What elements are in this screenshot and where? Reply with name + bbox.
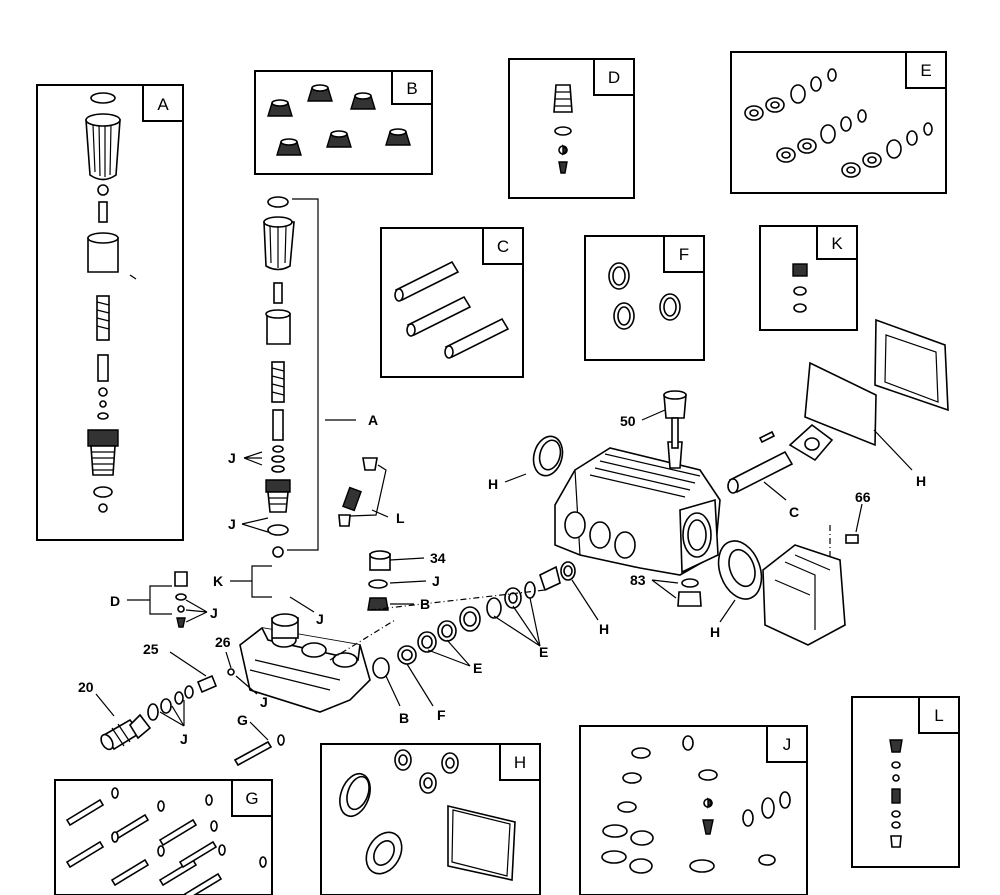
- kit-box-g: G: [54, 779, 273, 895]
- callout-l: L: [396, 510, 405, 526]
- kit-label-b: B: [406, 79, 417, 98]
- kit-a-parts: [85, 92, 137, 513]
- kit-g-parts: [65, 787, 267, 895]
- kit-h-parts: [339, 749, 516, 881]
- kit-label-l: L: [934, 706, 943, 725]
- kit-box-e: E: [730, 51, 947, 194]
- oil-seal: [717, 540, 763, 600]
- callout-c: C: [789, 504, 799, 520]
- callout-j-3: J: [316, 611, 324, 627]
- kit-k-parts: [792, 263, 808, 313]
- callout-50: 50: [620, 413, 636, 429]
- kit-box-b: B: [254, 70, 433, 175]
- check-valve-stack: [338, 457, 387, 527]
- callout-83: 83: [630, 572, 646, 588]
- callout-66: 66: [855, 489, 871, 505]
- callouts: A J J L K J D J 34 J B 25 26 20 J J G: [78, 409, 926, 747]
- crankcase: [554, 390, 721, 576]
- kit-j-parts: [601, 735, 791, 874]
- manifold: [239, 613, 371, 713]
- callout-f: F: [437, 707, 446, 723]
- kit-l-parts: [889, 739, 903, 848]
- mounting-flange: [762, 525, 859, 646]
- callout-b-1: B: [420, 596, 430, 612]
- seal-row: [329, 561, 576, 679]
- callout-e-2: E: [539, 644, 548, 660]
- kit-label-g: G: [245, 789, 258, 808]
- unloader-stack: [263, 196, 319, 558]
- kit-box-j: J: [579, 725, 808, 895]
- callout-e-1: E: [473, 660, 482, 676]
- callout-j-7: J: [260, 694, 268, 710]
- crankshaft: [727, 423, 834, 494]
- kit-f-parts: [608, 262, 681, 330]
- callout-d: D: [110, 593, 120, 609]
- kit-box-f: F: [584, 235, 705, 361]
- callout-34: 34: [430, 550, 446, 566]
- manifold-left-fittings: [100, 668, 285, 767]
- kit-label-j: J: [783, 735, 792, 754]
- callout-j-1: J: [228, 450, 236, 466]
- kit-c-parts: [394, 260, 510, 359]
- kit-label-d: D: [608, 68, 620, 87]
- callout-h-3: H: [710, 624, 720, 640]
- plug-34-stack: [367, 550, 391, 611]
- kit-box-l: L: [851, 696, 960, 868]
- callout-j-5: J: [432, 573, 440, 589]
- kit-box-k: K: [759, 225, 858, 331]
- drain-plug-83: [677, 578, 702, 607]
- callout-j-4: J: [210, 605, 218, 621]
- kit-box-h: H: [320, 743, 541, 895]
- callout-g: G: [237, 712, 248, 728]
- callout-h-1: H: [599, 621, 609, 637]
- kit-box-c: C: [380, 227, 524, 378]
- callout-20: 20: [78, 679, 94, 695]
- kit-label-e: E: [920, 61, 931, 80]
- kit-box-a: A: [36, 84, 184, 541]
- callout-25: 25: [143, 641, 159, 657]
- callout-26: 26: [215, 634, 231, 650]
- callout-j-2: J: [228, 516, 236, 532]
- kit-b-parts: [267, 84, 411, 156]
- kit-e-parts: [744, 68, 933, 178]
- kit-label-k: K: [831, 234, 843, 253]
- kit-box-d: D: [508, 58, 635, 199]
- callout-k: K: [213, 573, 223, 589]
- kit-label-a: A: [157, 95, 169, 114]
- main-assembly: [100, 196, 949, 767]
- callout-j-6: J: [180, 731, 188, 747]
- callout-h-2: H: [488, 476, 498, 492]
- callout-b-2: B: [399, 710, 409, 726]
- callout-a: A: [368, 412, 378, 428]
- sight-glass: [532, 435, 564, 477]
- left-d-stack: [174, 571, 188, 628]
- kit-label-h: H: [514, 753, 526, 772]
- kit-d-parts: [553, 84, 573, 174]
- kit-label-f: F: [679, 245, 689, 264]
- callout-h-4: H: [916, 473, 926, 489]
- kit-label-c: C: [497, 237, 509, 256]
- rear-cover: [804, 318, 949, 447]
